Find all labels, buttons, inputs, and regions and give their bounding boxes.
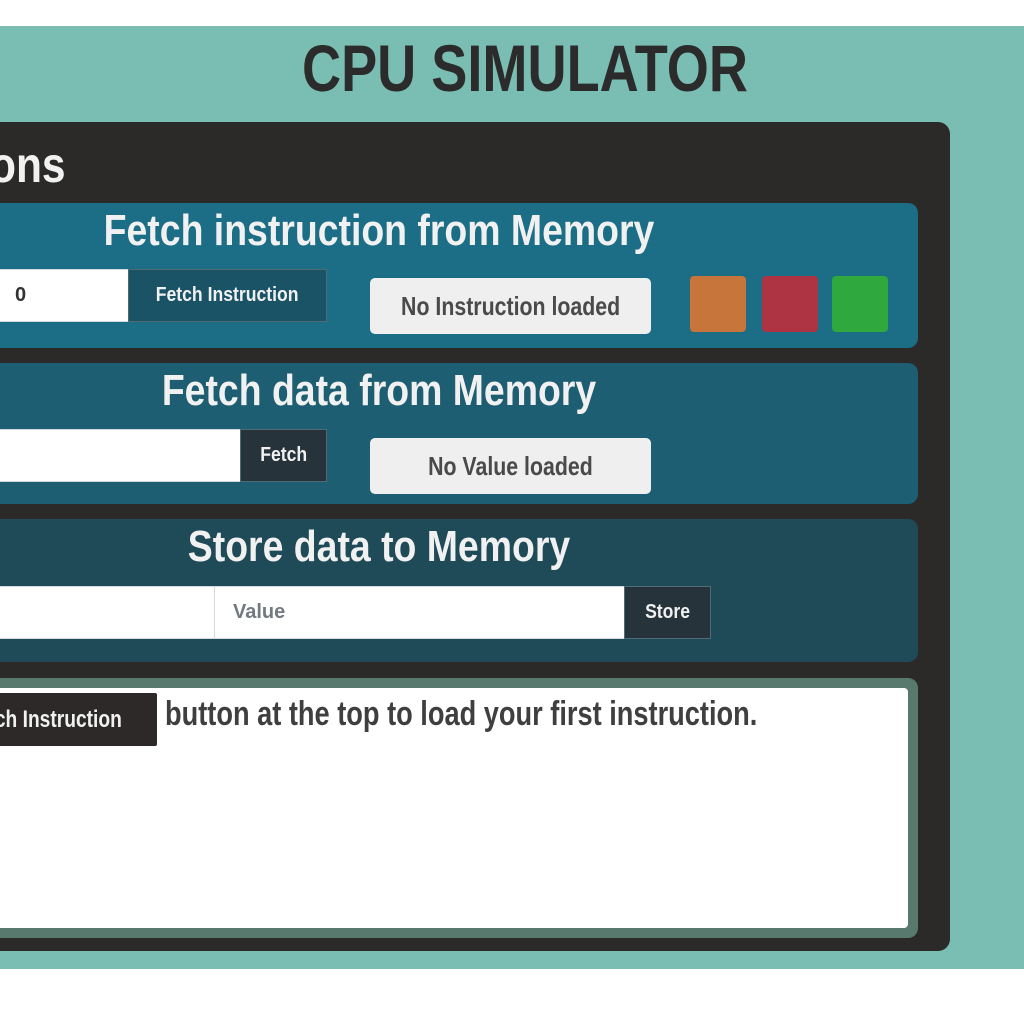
- instruction-address-input[interactable]: [0, 269, 130, 322]
- instruction-display-text: No Instruction loaded: [400, 290, 621, 321]
- fetch-data-title: Fetch data from Memory: [161, 366, 597, 415]
- message-button-chip-label: ch Instruction: [0, 705, 122, 733]
- instruction-display: No Instruction loaded: [370, 278, 651, 334]
- panel-heading: ons: [0, 137, 66, 193]
- fetch-instruction-button-label: Fetch Instruction: [156, 284, 299, 306]
- data-address-input[interactable]: [0, 429, 242, 482]
- fetch-instruction-button[interactable]: Fetch Instruction: [128, 269, 327, 322]
- fetch-data-button-label: Fetch: [260, 444, 307, 466]
- fetch-instruction-title: Fetch instruction from Memory: [103, 206, 655, 255]
- value-display-text: No Value loaded: [428, 450, 593, 481]
- value-display: No Value loaded: [370, 438, 651, 494]
- orange-indicator: [690, 276, 746, 332]
- store-data-title: Store data to Memory: [187, 522, 571, 571]
- store-address-input[interactable]: [0, 586, 216, 639]
- store-button-label: Store: [645, 601, 690, 623]
- app-title: CPU SIMULATOR: [301, 31, 748, 105]
- message-line: ch Instruction button at the top to load…: [0, 693, 905, 746]
- store-value-input[interactable]: [214, 586, 626, 639]
- red-indicator: [762, 276, 818, 332]
- store-button[interactable]: Store: [624, 586, 711, 639]
- green-indicator: [832, 276, 888, 332]
- fetch-data-button[interactable]: Fetch: [240, 429, 327, 482]
- message-button-chip: ch Instruction: [0, 693, 157, 746]
- message-text: button at the top to load your first ins…: [165, 695, 758, 733]
